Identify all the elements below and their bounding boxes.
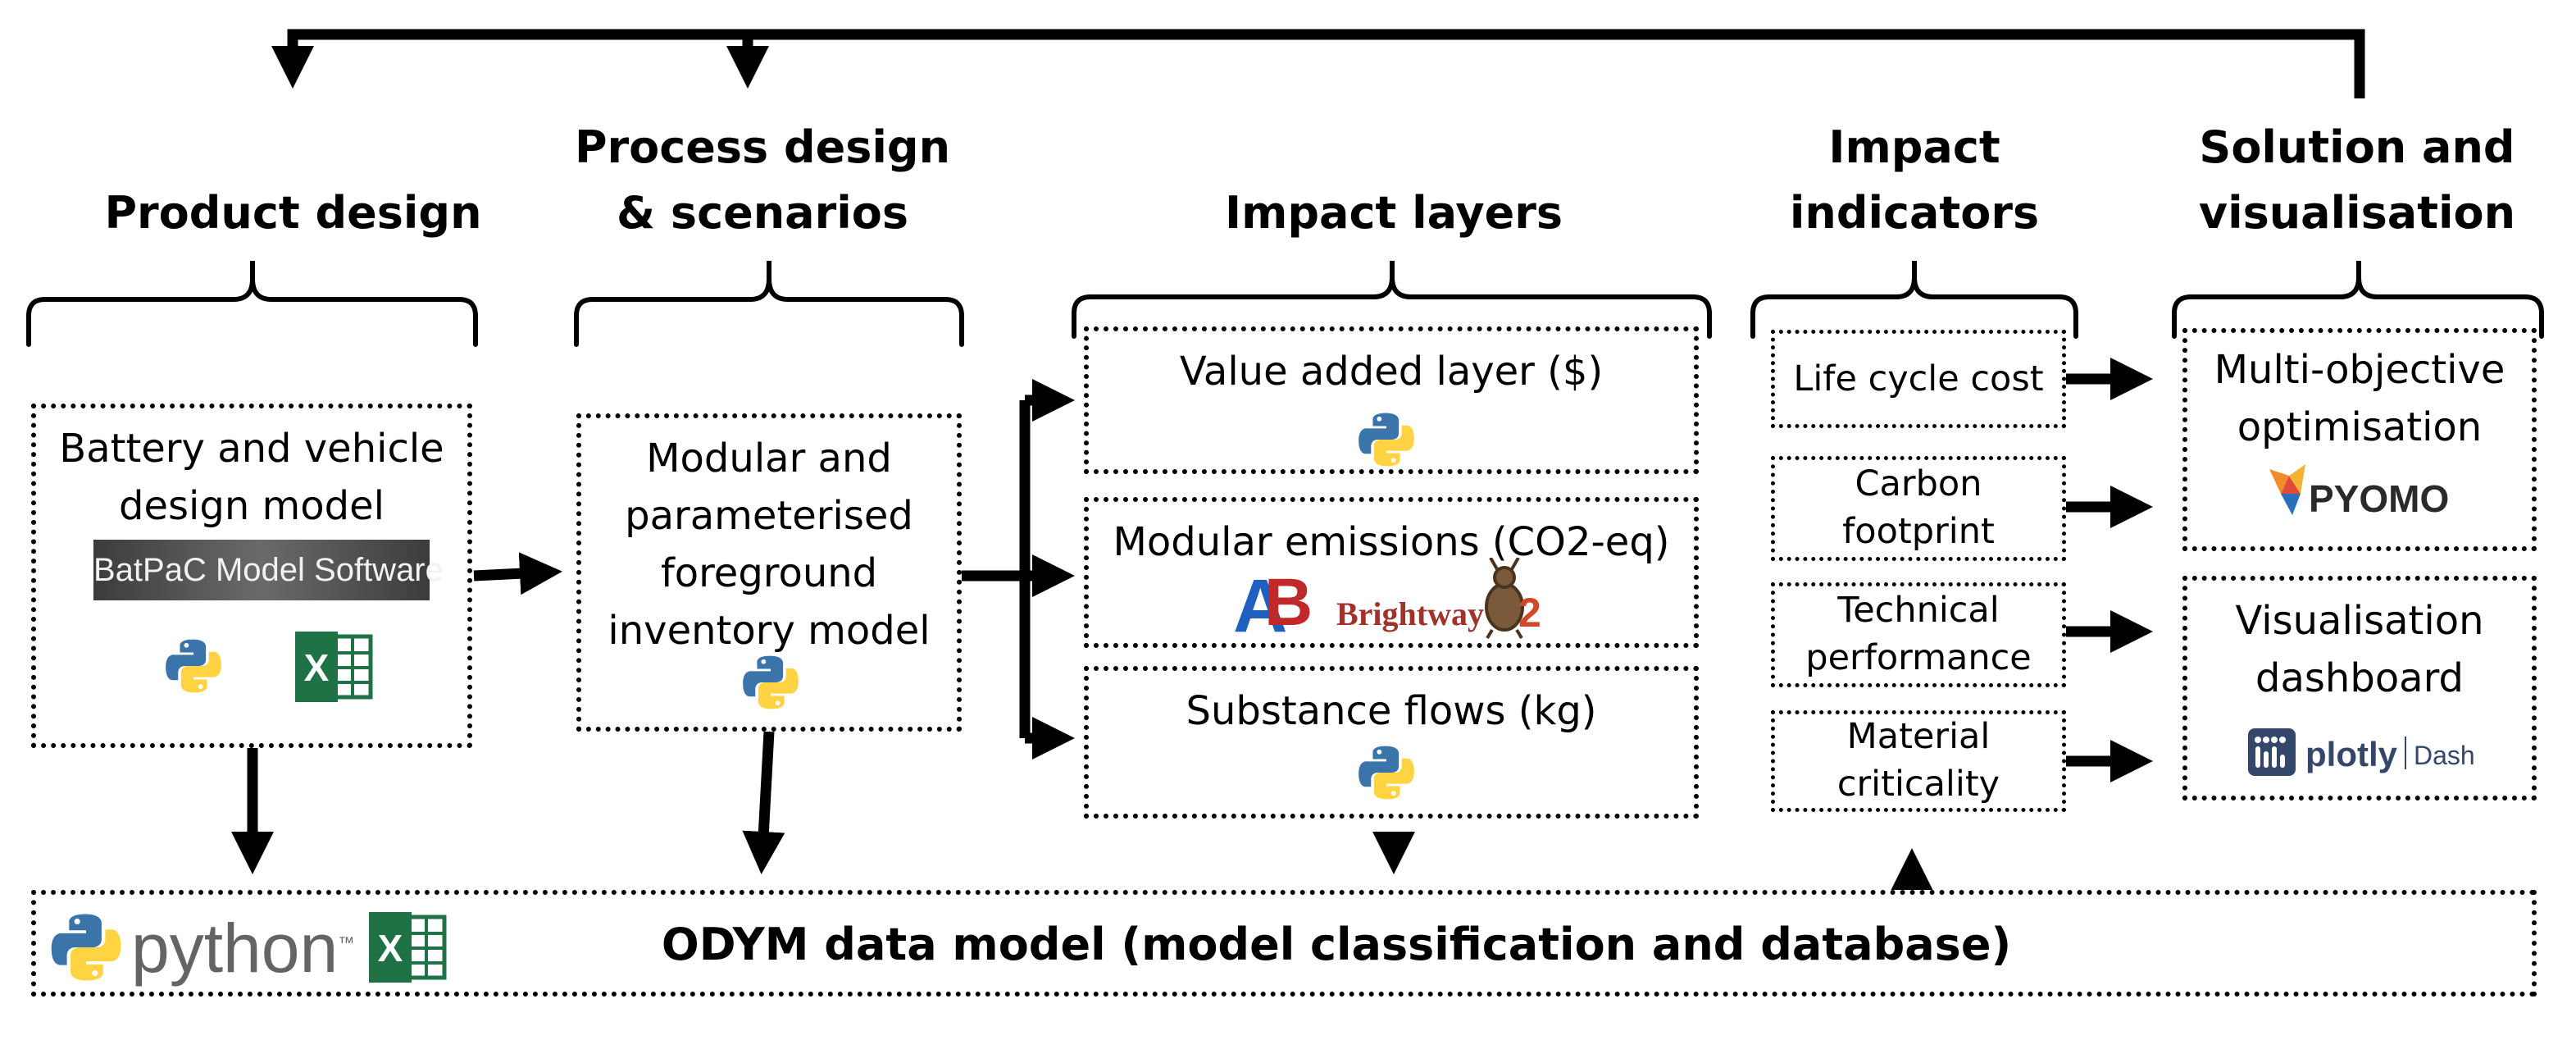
feedback-loop-line — [271, 29, 2365, 98]
visualisation-line2: dashboard — [2255, 655, 2464, 701]
odym-label: ODYM data model (model classification an… — [661, 919, 2012, 970]
plotly-text: plotly — [2305, 735, 2398, 773]
life-cycle-cost-box — [1771, 330, 2066, 428]
carbon-footprint-line2: footprint — [1842, 511, 1995, 552]
brace-impact-layers — [1072, 261, 1712, 339]
heading-solution-line1: Solution and — [2199, 121, 2515, 173]
heading-product-design: Product design — [104, 187, 482, 239]
svg-text:X: X — [378, 927, 403, 969]
pyomo-text: PYOMO — [2309, 477, 2449, 520]
modular-emissions-label: Modular emissions (CO2-eq) — [1113, 519, 1670, 565]
substance-flows-label: Substance flows (kg) — [1186, 688, 1597, 734]
dash-text: Dash — [2414, 741, 2475, 770]
activity-browser-icon: A B — [1233, 566, 1310, 636]
modular-emissions-box — [1084, 497, 1699, 648]
optimisation-line1: Multi-objective — [2214, 347, 2505, 393]
life-cycle-cost-label: Life cycle cost — [1793, 358, 2044, 399]
svg-text:B: B — [1264, 566, 1310, 636]
product-to-process-arrow — [473, 552, 562, 595]
odym-data-model-box — [31, 890, 2537, 997]
heading-process-design-line2: & scenarios — [617, 187, 908, 239]
process-box-line4: inventory model — [608, 608, 931, 654]
heading-impact-indicators-line1: Impact — [1828, 121, 2000, 173]
process-box-line3: foreground — [660, 550, 878, 596]
technical-performance-line1: Technical — [1837, 590, 2000, 631]
material-criticality-line1: Material — [1846, 716, 1991, 757]
excel-icon: X — [295, 632, 373, 702]
material-criticality-box — [1771, 710, 2066, 812]
optimisation-line2: optimisation — [2237, 404, 2483, 450]
svg-text:A: A — [1233, 566, 1287, 636]
heading-solution-line2: visualisation — [2198, 187, 2516, 239]
plotly-icon: plotly Dash — [2248, 728, 2475, 776]
technical-performance-box — [1771, 582, 2066, 687]
python-icon — [166, 639, 221, 693]
brightway-icon: Brightway 2 — [1336, 558, 1541, 640]
heading-process-design-line1: Process design — [574, 121, 951, 173]
excel-icon: X — [369, 912, 447, 983]
value-added-label: Value added layer ($) — [1179, 349, 1604, 395]
brace-solution — [2172, 261, 2544, 339]
process-box-line1: Modular and — [646, 436, 892, 481]
visualisation-line1: Visualisation — [2235, 598, 2484, 644]
python-wordmark: python™ — [131, 902, 354, 989]
carbon-footprint-box — [1771, 456, 2066, 561]
product-box-line2: design model — [119, 483, 385, 529]
process-to-odym-arrow — [742, 731, 785, 874]
carbon-footprint-line1: Carbon — [1855, 463, 1982, 504]
brace-product-design — [26, 261, 478, 347]
technical-performance-line2: performance — [1805, 637, 2032, 678]
material-criticality-line2: criticality — [1836, 764, 2000, 805]
python-wordmark-text: python — [131, 910, 339, 987]
visualisation-dashboard-box — [2182, 576, 2537, 801]
multi-objective-optimisation-box — [2182, 328, 2537, 551]
python-wordmark-tm: ™ — [338, 934, 355, 952]
python-icon — [743, 655, 799, 709]
brace-process-design — [574, 261, 964, 347]
heading-impact-indicators-line2: indicators — [1789, 187, 2040, 239]
python-icon — [51, 914, 121, 981]
heading-impact-layers: Impact layers — [1225, 187, 1563, 239]
brightway-number: 2 — [1518, 590, 1541, 636]
batpac-logo: BatPaC Model Software — [93, 540, 444, 600]
brightway-text: Brightway — [1336, 595, 1484, 632]
python-icon — [1359, 413, 1414, 467]
brace-impact-indicators — [1750, 261, 2078, 339]
python-icon — [1359, 746, 1414, 800]
process-box-line2: parameterised — [625, 493, 913, 539]
pyomo-icon: PYOMO — [2269, 464, 2449, 520]
svg-text:X: X — [304, 646, 330, 689]
product-box-line1: Battery and vehicle — [59, 426, 444, 472]
